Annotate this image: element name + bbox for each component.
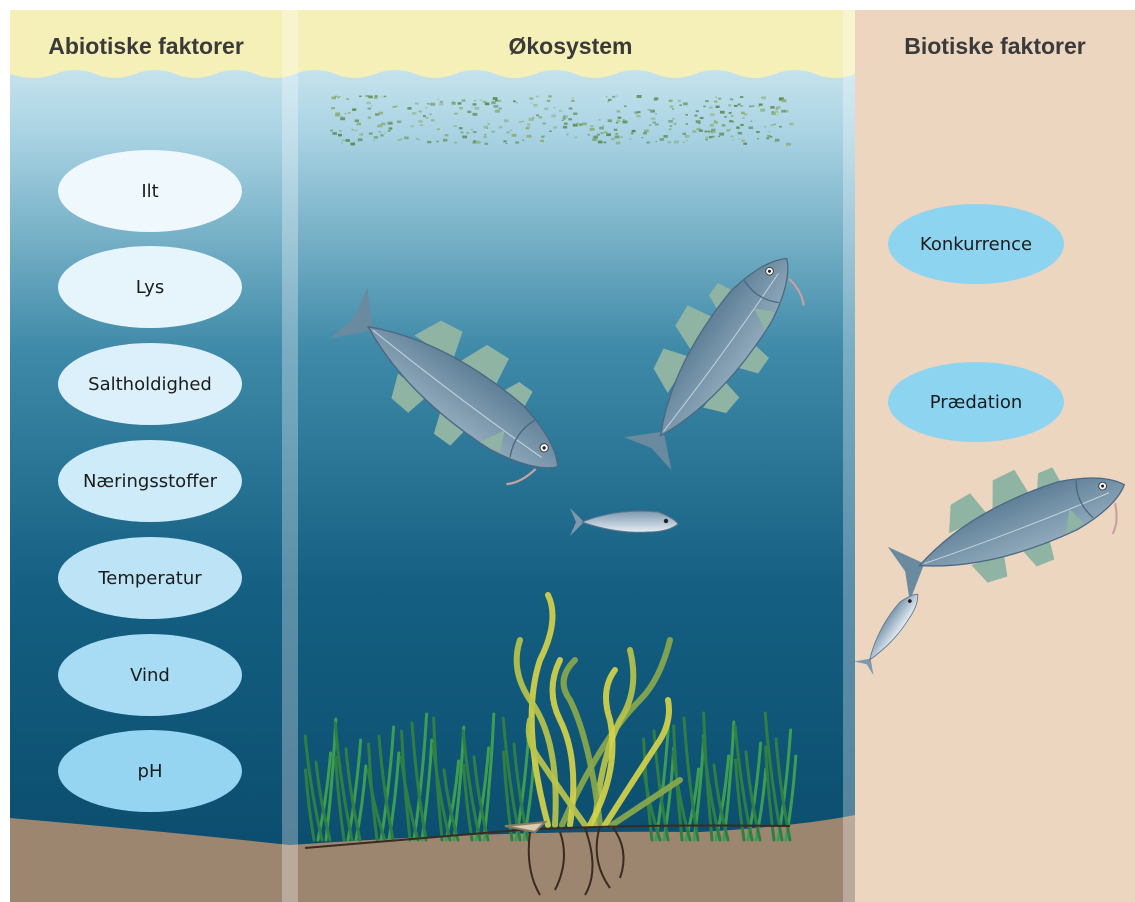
biotic-header: Biotiske faktorer bbox=[855, 8, 1135, 78]
biotic-factor-predation: Prædation bbox=[888, 362, 1064, 442]
oval-label: Prædation bbox=[930, 392, 1023, 413]
abiotic-factor-salinity: Saltholdighed bbox=[58, 343, 242, 425]
biotic-panel-bg bbox=[855, 10, 1135, 902]
oval-label: Lys bbox=[136, 277, 164, 298]
abiotic-factor-ph: pH bbox=[58, 730, 242, 812]
column-divider-right bbox=[843, 10, 855, 902]
abiotic-factor-light: Lys bbox=[58, 246, 242, 328]
oval-label: Vind bbox=[130, 665, 170, 686]
oval-label: pH bbox=[138, 761, 163, 782]
oval-label: Konkurrence bbox=[920, 234, 1032, 255]
abiotic-factor-temperature: Temperatur bbox=[58, 537, 242, 619]
oval-label: Næringsstoffer bbox=[83, 471, 217, 492]
abiotic-factor-oxygen: Ilt bbox=[58, 150, 242, 232]
oval-label: Temperatur bbox=[98, 568, 201, 589]
abiotic-factor-nutrients: Næringsstoffer bbox=[58, 440, 242, 522]
abiotic-factor-wind: Vind bbox=[58, 634, 242, 716]
abiotic-header: Abiotiske faktorer bbox=[10, 8, 282, 78]
oval-label: Ilt bbox=[141, 181, 158, 202]
biotic-factor-competition: Konkurrence bbox=[888, 204, 1064, 284]
oval-label: Saltholdighed bbox=[88, 374, 212, 395]
ecosystem-header: Økosystem bbox=[298, 8, 843, 78]
column-divider-left bbox=[282, 10, 298, 902]
